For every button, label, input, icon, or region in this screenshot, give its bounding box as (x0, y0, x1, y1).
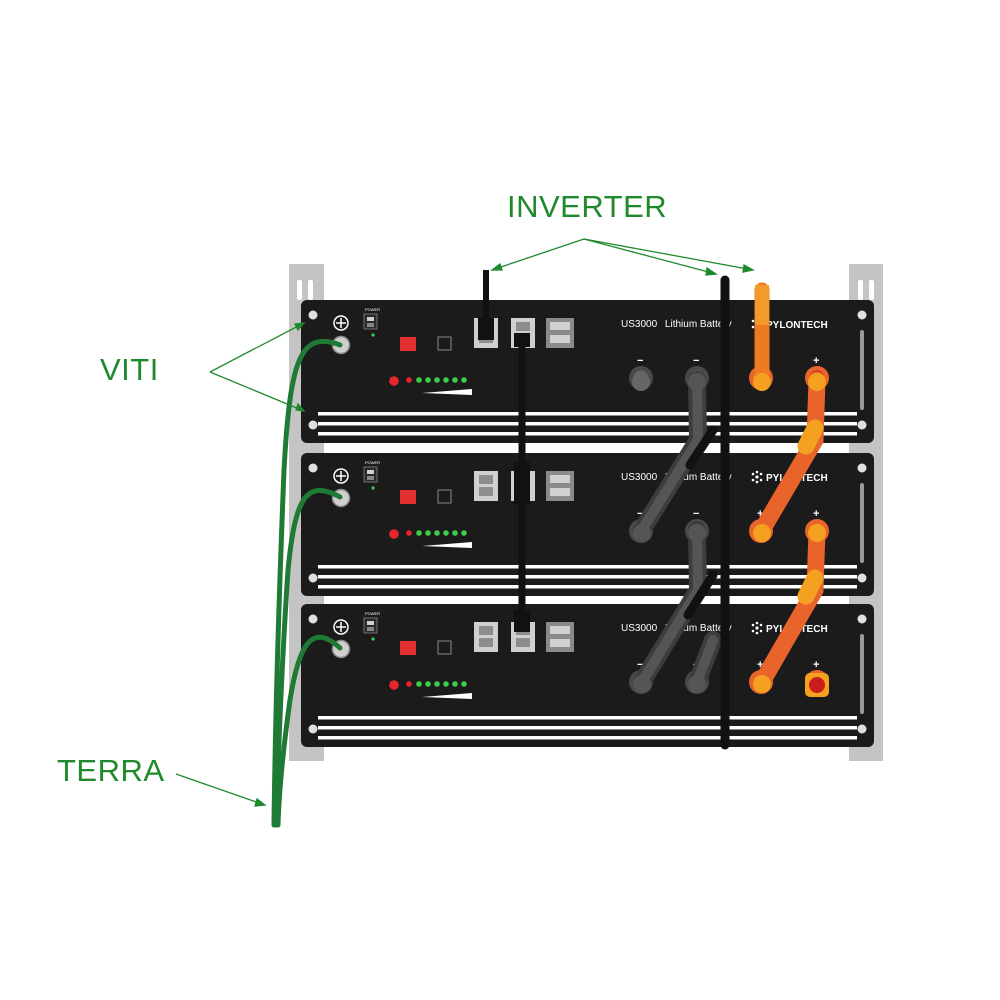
battery-module-top: POWER US3000 Lithium Battery PYLONTECH −… (300, 299, 875, 444)
callout-lines (175, 238, 755, 807)
terra-label: TERRA (57, 753, 165, 788)
viti-label: VITI (100, 352, 159, 387)
ground-wires (271, 338, 343, 828)
plus-label: + (813, 508, 819, 520)
positive-cables (753, 282, 826, 691)
battery-model-label: US3000 Lithium Battery (621, 319, 732, 330)
minus-label: − (637, 355, 643, 367)
brand-logo: PYLONTECH (766, 320, 828, 331)
ground-wire-middle (273, 488, 343, 828)
ground-wire-bottom (275, 634, 343, 828)
inverter-label: INVERTER (507, 189, 667, 224)
minus-label: − (637, 659, 643, 671)
battery-model-label: US3000 Lithium Battery (621, 472, 732, 483)
plus-label: + (813, 355, 819, 367)
minus-label: − (693, 508, 699, 520)
communication-cables (478, 270, 530, 632)
terminal-caps (632, 373, 829, 697)
minus-label: − (637, 508, 643, 520)
power-switch-label: POWER (365, 307, 380, 312)
power-switch-label: POWER (365, 460, 380, 465)
ground-wire-top (271, 338, 343, 828)
plus-label: + (813, 659, 819, 671)
minus-label: − (693, 355, 699, 367)
power-switch-label: POWER (365, 611, 380, 616)
plus-label: + (757, 659, 763, 671)
battery-model-label: US3000 Lithium Battery (621, 623, 732, 634)
plus-label: + (757, 508, 763, 520)
negative-cables (633, 371, 722, 691)
